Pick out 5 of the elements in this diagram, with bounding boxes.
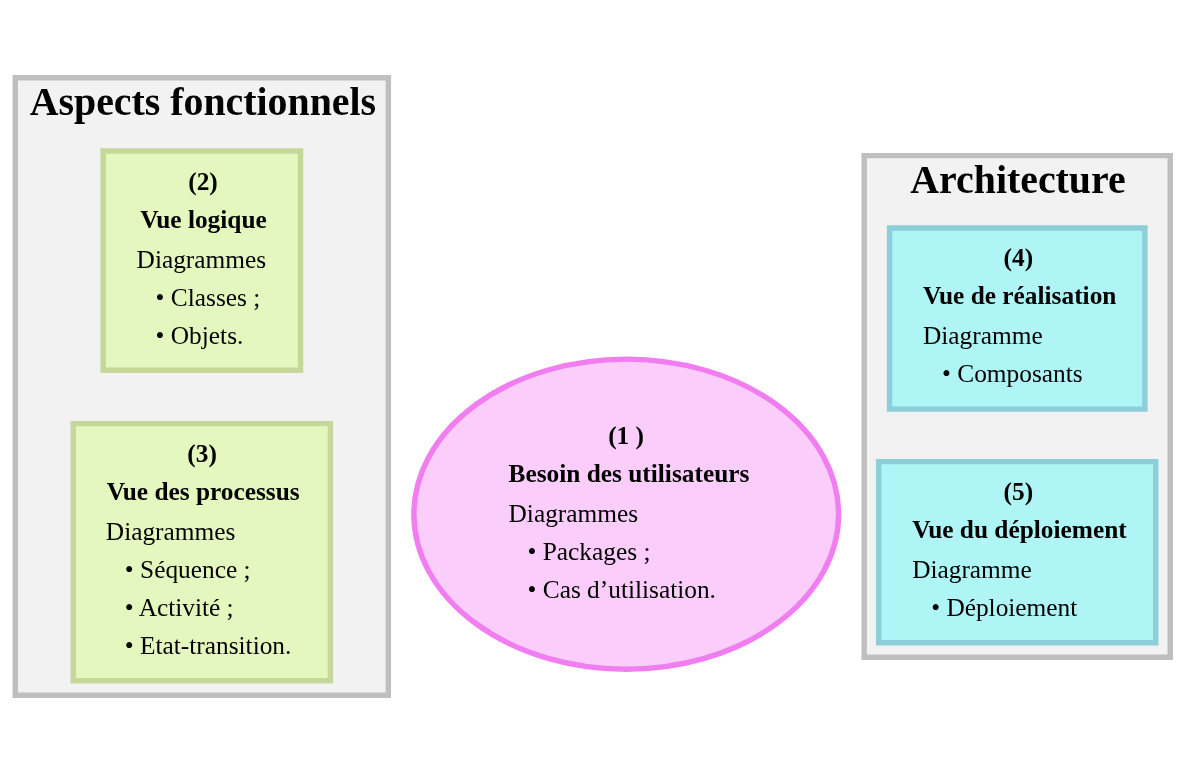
node-box: (4) Vue de réalisation Diagramme • Composants — [886, 224, 1148, 412]
node-box: (5) Vue du déploiement Diagramme • Déploiement — [875, 458, 1159, 645]
node-box: (2) Vue logique Diagrammes • Classes ; • Objets. — [100, 147, 304, 373]
node-box: (3) Vue des processus Diagrammes • Séquence ; • Activité ; • Etat-transition. — [70, 420, 334, 683]
node-ellipse: (1 ) Besoin des utilisateurs Diagrammes • Packages ; • Cas d’utilisation. — [411, 355, 842, 672]
